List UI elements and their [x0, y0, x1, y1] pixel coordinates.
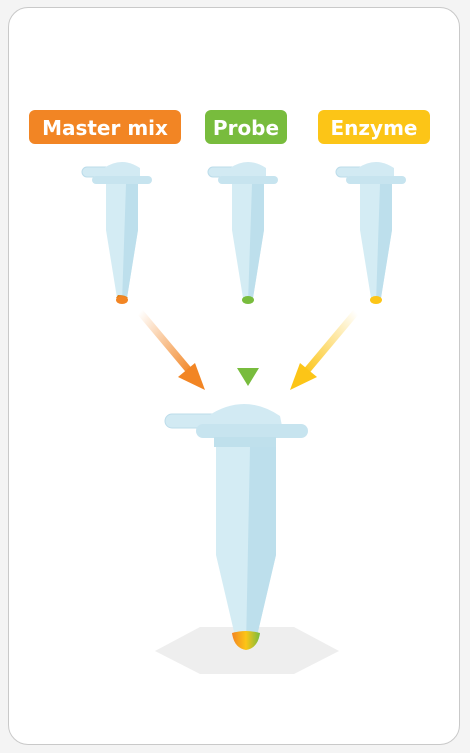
label-enzyme-text: Enzyme	[331, 116, 418, 140]
mix-tube-icon	[165, 404, 308, 650]
label-master-mix: Master mix	[29, 110, 181, 144]
label-enzyme: Enzyme	[318, 110, 430, 144]
label-probe-text: Probe	[213, 116, 279, 140]
master-mix-arrow-icon	[140, 312, 205, 390]
label-master-mix-text: Master mix	[42, 116, 168, 140]
probe-arrow-icon	[237, 312, 259, 386]
enzyme-arrow-icon	[290, 312, 356, 390]
probe-tube-icon	[208, 162, 278, 304]
label-probe: Probe	[205, 110, 287, 144]
master-mix-tube-icon	[82, 162, 152, 304]
enzyme-tube-icon	[336, 162, 406, 304]
